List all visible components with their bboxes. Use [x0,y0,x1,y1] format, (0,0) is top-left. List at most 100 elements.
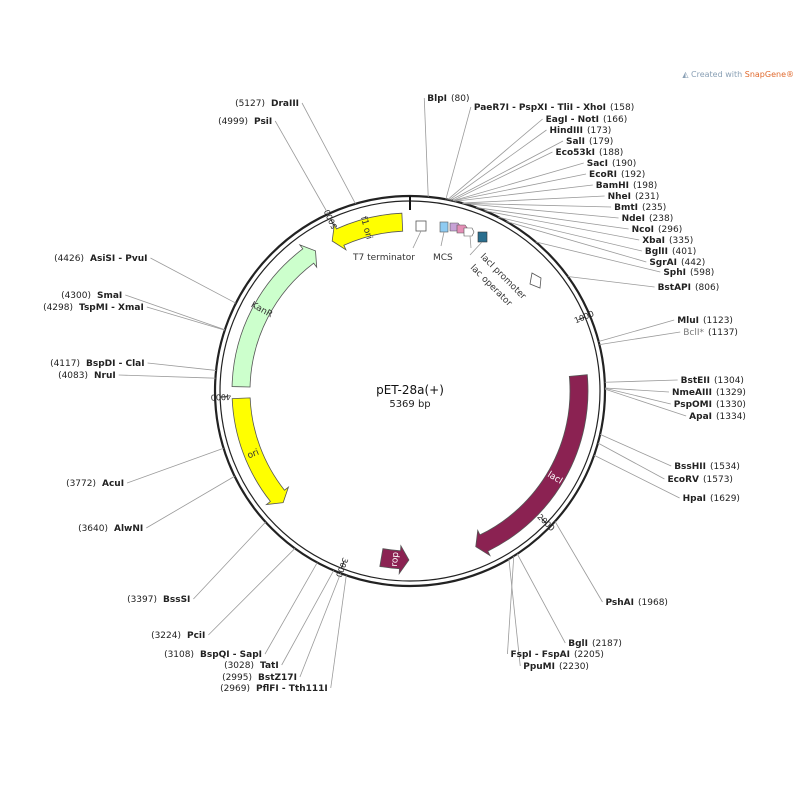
site-labels: BlpI(80)PaeR7I - PspXI - TliI - XhoI(158… [43,94,746,694]
t7-terminator-connector [412,230,422,249]
site-name: HpaI [683,494,706,504]
site-label-right: SphI(598) [663,268,714,278]
site-label-right: HindIII(173) [549,126,611,136]
site-name: PspOMI [674,400,712,410]
watermark-prefix: Created with [691,70,743,79]
site-label-left: (4999)PsiI [218,117,272,127]
site-label-left: (4083)NruI [58,371,116,381]
site-label-right: BssHII(1534) [674,462,740,472]
site-name: SgrAI [649,258,677,268]
site-connector [484,210,640,241]
site-position: (1330) [716,400,746,410]
mcs-connector [440,231,445,247]
site-name: XbaI [642,236,665,246]
site-name: BstAPI [658,283,691,293]
site-label-right: FspI - FspAI(2205) [510,650,604,660]
site-name: BspQI - SapI [200,650,262,660]
tick-label: 4000 [211,392,232,402]
site-position: (335) [669,236,693,246]
site-connector [535,241,661,273]
site-position: (1629) [710,494,740,504]
site-position: (2995) [222,673,252,683]
t7-terminator-box [415,220,427,232]
site-position: (2187) [592,639,622,649]
site-label-right: PaeR7I - PspXI - TliI - XhoI(158) [474,103,634,113]
site-position: (190) [612,159,636,169]
site-position: (3397) [127,595,157,605]
site-connector [423,97,429,197]
site-name: PsiI [254,117,272,127]
site-name: TatI [260,661,279,671]
site-position: (296) [658,225,682,235]
laci-promoter-connector [469,235,472,249]
site-position: (3224) [151,631,181,641]
site-connector [599,331,681,346]
feature-rop-arrow [379,544,410,576]
site-connector [274,120,329,215]
site-connector [599,434,672,467]
feature-f1-ori-arrow [331,212,404,251]
site-name: NdeI [622,214,645,224]
site-connector [567,276,655,288]
feature-ori-arrow [231,397,290,506]
site-name: BlpI [427,94,447,104]
site-connector [598,319,675,342]
site-name: BglI [568,639,588,649]
site-name: PshAI [605,598,634,608]
site-name: EcoRV [667,475,699,485]
site-label-right: MluI(1123) [677,316,733,326]
tick-mark [578,316,586,321]
site-label-right: ApaI(1334) [689,412,746,422]
snapgene-watermark: ◭ Created with SnapGene® [682,70,794,79]
backbone [213,194,607,588]
top-margin [0,0,800,70]
site-connector [118,374,216,379]
site-position: (235) [642,203,666,213]
site-label-right: BmtI (235) [614,203,666,213]
site-name: EcoRI [589,170,617,180]
site-connector [301,102,356,204]
site-name: AcuI [102,479,124,489]
site-connector [126,447,224,484]
site-position: (1968) [638,598,668,608]
site-position: (4426) [54,254,84,264]
site-name: BmtI [614,203,638,213]
site-connector [453,173,587,202]
site-name: PflFI - Tth111I [256,684,328,694]
site-name: BssSI [163,595,190,605]
site-position: (1334) [716,412,746,422]
site-label-right: NheI(231) [608,192,660,202]
site-name: PciI [187,631,205,641]
site-connector [150,257,237,304]
site-position: (192) [621,170,645,180]
site-label-left: (3640)AlwNI [78,524,143,534]
site-position: (1123) [703,316,733,326]
tick-mark [330,218,334,226]
site-connector [450,140,564,201]
mcs-box-1 [439,221,449,233]
site-position: (3772) [66,479,96,489]
site-connector [299,573,342,678]
site-connector [208,548,296,636]
site-label-right: PpuMI(2230) [523,662,589,672]
site-connector [604,387,671,405]
site-label-right: SacI(190) [587,159,636,169]
site-name: BglII [645,247,668,257]
site-name: SphI [663,268,686,278]
site-position: (166) [603,115,627,125]
site-label-left: (4298)TspMI - XmaI [43,303,144,313]
site-connector [147,362,217,371]
site-position: (188) [599,148,623,158]
site-position: (198) [633,181,657,191]
site-name: PpuMI [523,662,555,672]
site-label-left: (2995) BstZ17I [222,673,297,683]
site-connector [604,388,687,417]
site-label-right: SgrAI(442) [649,258,705,268]
site-connector [281,570,335,666]
site-name: BstZ17I [258,673,297,683]
site-position: (5127) [235,99,265,109]
tick-mark [340,561,345,569]
site-connector [146,475,235,529]
site-name: SalI [566,137,585,147]
